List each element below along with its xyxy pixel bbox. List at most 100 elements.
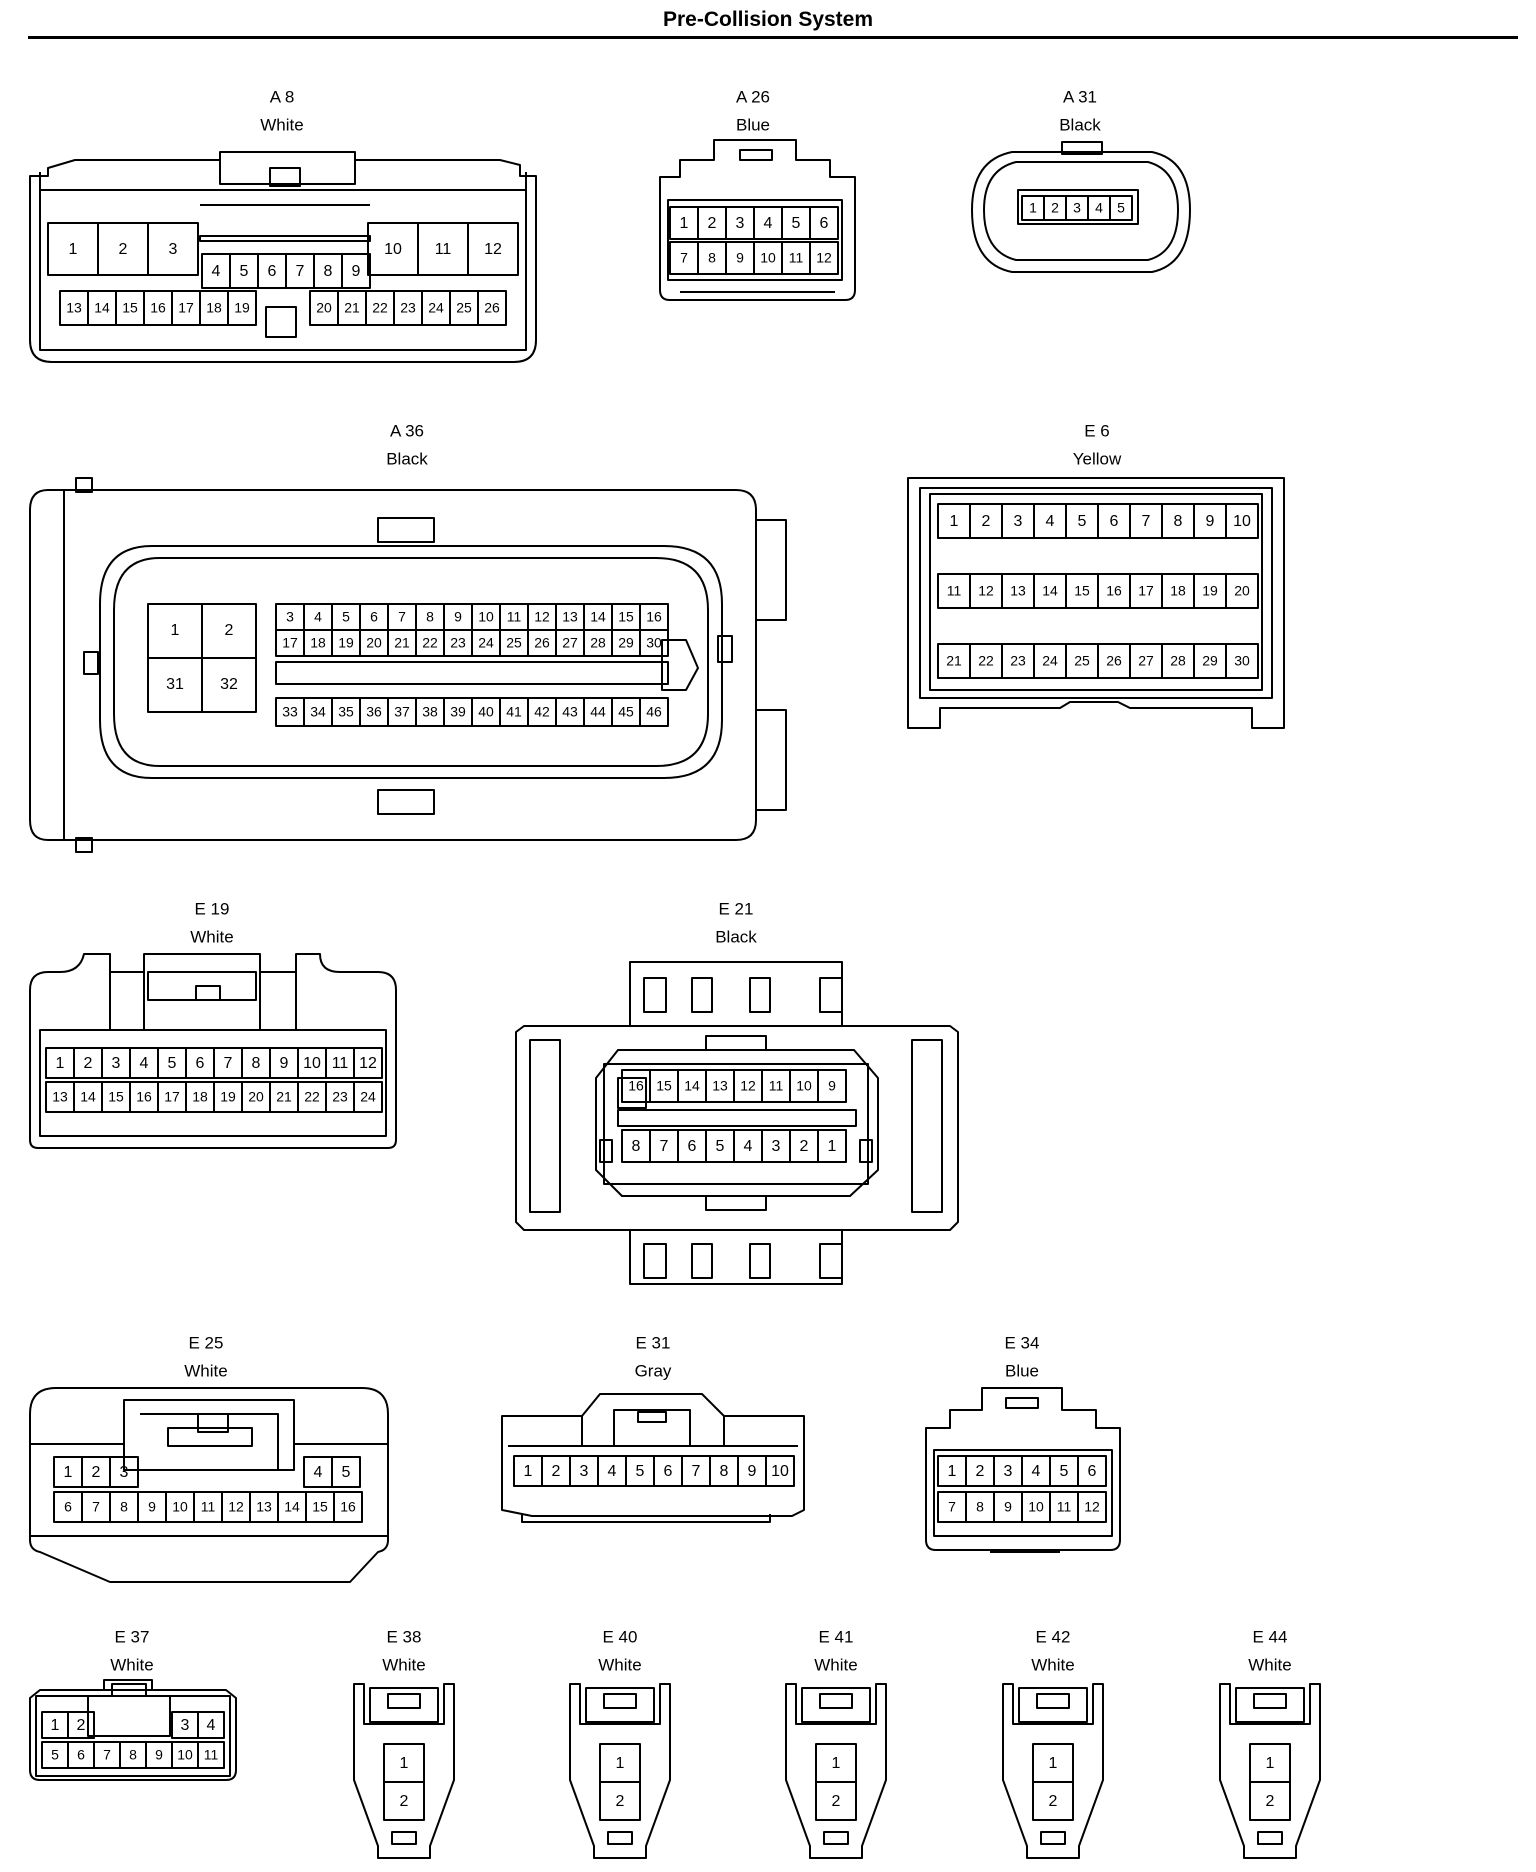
pin-5: 5 — [1060, 1463, 1069, 1480]
pin-5: 5 — [168, 1055, 177, 1072]
pin-2: 2 — [119, 241, 128, 258]
pin-46: 46 — [646, 704, 662, 720]
pin-13: 13 — [712, 1078, 728, 1094]
pin-11: 11 — [332, 1055, 349, 1072]
svg-text:1: 1 — [832, 1755, 841, 1772]
pin-4: 4 — [212, 263, 221, 280]
svg-text:2: 2 — [400, 1793, 409, 1810]
connector-color: White — [382, 1655, 425, 1674]
pin-10: 10 — [172, 1499, 188, 1515]
pin-4: 4 — [744, 1138, 753, 1155]
connector-color: Blue — [1005, 1361, 1039, 1380]
pin-16: 16 — [150, 300, 166, 316]
pin-21: 21 — [946, 653, 962, 669]
svg-text:1: 1 — [171, 622, 180, 639]
connector-color: Black — [1059, 115, 1101, 134]
pin-6: 6 — [370, 609, 378, 625]
pin-42: 42 — [534, 704, 550, 720]
svg-text:1: 1 — [1266, 1755, 1275, 1772]
pin-5: 5 — [636, 1463, 645, 1480]
pin-5: 5 — [1078, 513, 1087, 530]
pin-12: 12 — [359, 1055, 377, 1072]
pin-3: 3 — [120, 1464, 129, 1481]
pin-2: 2 — [708, 215, 717, 232]
pin-16: 16 — [136, 1089, 152, 1105]
connector-color: White — [110, 1655, 153, 1674]
pin-14: 14 — [94, 300, 110, 316]
connector-code: A 31 — [1063, 87, 1097, 106]
pin-16: 16 — [646, 609, 662, 625]
pin-15: 15 — [656, 1078, 672, 1094]
pin-8: 8 — [720, 1463, 729, 1480]
pin-13: 13 — [1010, 583, 1026, 599]
pin-28: 28 — [590, 635, 606, 651]
pin-39: 39 — [450, 704, 466, 720]
pin-13: 13 — [256, 1499, 272, 1515]
pin-21: 21 — [394, 635, 410, 651]
connector-code: E 21 — [719, 899, 754, 918]
pin-3: 3 — [286, 609, 294, 625]
pin-12: 12 — [740, 1078, 756, 1094]
pin-5: 5 — [342, 1464, 351, 1481]
pin-4: 4 — [314, 609, 322, 625]
pin-27: 27 — [562, 635, 578, 651]
pin-26: 26 — [484, 300, 500, 316]
pin-1: 1 — [56, 1055, 65, 1072]
pin-4: 4 — [764, 215, 773, 232]
svg-text:1: 1 — [616, 1755, 625, 1772]
pin-11: 11 — [201, 1499, 216, 1515]
pin-4: 4 — [314, 1464, 323, 1481]
pin-45: 45 — [618, 704, 634, 720]
pin-4: 4 — [1032, 1463, 1041, 1480]
pin-23: 23 — [400, 300, 416, 316]
pin-28: 28 — [1170, 653, 1186, 669]
pin-7: 7 — [692, 1463, 701, 1480]
pin-11: 11 — [947, 583, 962, 599]
connector-code: E 25 — [189, 1333, 224, 1352]
pin-15: 15 — [1074, 583, 1090, 599]
pin-33: 33 — [282, 704, 298, 720]
pin-44: 44 — [590, 704, 606, 720]
pin-4: 4 — [608, 1463, 617, 1480]
pin-8: 8 — [632, 1138, 641, 1155]
pin-11: 11 — [204, 1747, 219, 1763]
pin-2: 2 — [84, 1055, 93, 1072]
connector-code: E 37 — [115, 1627, 150, 1646]
pin-8: 8 — [324, 263, 333, 280]
pin-22: 22 — [422, 635, 438, 651]
pin-3: 3 — [181, 1717, 190, 1734]
pin-23: 23 — [450, 635, 466, 651]
pin-1: 1 — [64, 1464, 73, 1481]
pin-4: 4 — [140, 1055, 149, 1072]
pin-2: 2 — [976, 1463, 985, 1480]
pin-11: 11 — [435, 241, 452, 258]
connector-color: White — [1031, 1655, 1074, 1674]
pin-21: 21 — [276, 1089, 292, 1105]
connector-code: E 38 — [387, 1627, 422, 1646]
pin-41: 41 — [506, 704, 522, 720]
pin-1: 1 — [948, 1463, 957, 1480]
pin-6: 6 — [1110, 513, 1119, 530]
connector-code: E 6 — [1084, 421, 1110, 440]
pin-5: 5 — [240, 263, 249, 280]
pin-29: 29 — [1202, 653, 1218, 669]
pin-8: 8 — [1174, 513, 1183, 530]
pin-8: 8 — [708, 250, 716, 266]
pin-17: 17 — [1138, 583, 1154, 599]
connector-code: E 34 — [1005, 1333, 1040, 1352]
pin-7: 7 — [948, 1499, 956, 1515]
connector-color: Yellow — [1073, 449, 1122, 468]
svg-text:1: 1 — [1049, 1755, 1058, 1772]
pin-29: 29 — [618, 635, 634, 651]
svg-text:2: 2 — [225, 622, 234, 639]
pin-20: 20 — [1234, 583, 1250, 599]
pin-3: 3 — [1073, 200, 1081, 216]
pin-10: 10 — [478, 609, 494, 625]
connector-e38: E 38 White 1 2 — [353, 1627, 455, 1859]
svg-text:1: 1 — [400, 1755, 409, 1772]
